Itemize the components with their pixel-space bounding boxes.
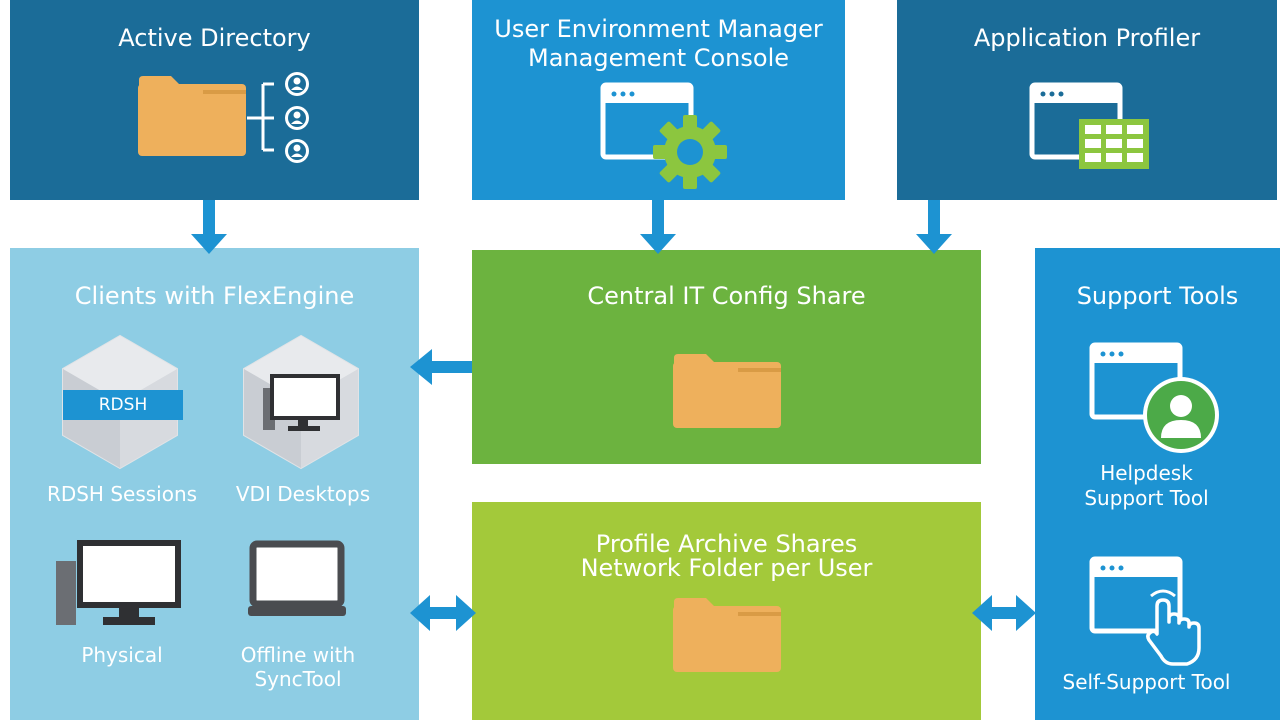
arrow-clients-archive-bidirectional (410, 595, 476, 631)
profile-archive-title-line1: Profile Archive Shares (595, 530, 858, 558)
user-icon (285, 139, 309, 163)
rdsh-sessions-label: RDSH Sessions (46, 482, 198, 506)
folder-icon (673, 598, 781, 672)
uem-console-box: User Environment Manager Management Cons… (472, 0, 845, 200)
window-touch-icon (1089, 556, 1201, 666)
arrow-profiler-to-config (916, 200, 952, 254)
uem-console-title-line2: Management Console (528, 44, 789, 72)
vdi-desktops-label: VDI Desktops (235, 482, 371, 506)
desktop-computer-icon (56, 540, 181, 625)
user-icon (285, 72, 309, 96)
rdsh-badge: RDSH (98, 395, 148, 415)
offline-label-line1: Offline with (240, 643, 356, 667)
offline-label-line2: SyncTool (254, 667, 342, 691)
support-tools-title: Support Tools (1076, 282, 1239, 310)
window-gear-icon (600, 82, 727, 189)
arrow-config-to-clients (410, 349, 472, 385)
physical-label: Physical (81, 643, 163, 667)
window-grid-icon (1029, 82, 1149, 169)
support-tools-box: Support Tools Helpdesk Support Tool Self… (1035, 248, 1280, 720)
clients-title: Clients with FlexEngine (74, 282, 355, 310)
arrow-console-to-config (640, 200, 676, 254)
folder-icon (673, 354, 781, 428)
user-icon (285, 106, 309, 130)
config-share-box: Central IT Config Share (472, 250, 981, 464)
clients-box: Clients with FlexEngine RDSH RDSH Sessio… (10, 248, 419, 720)
self-support-label: Self-Support Tool (1062, 670, 1231, 694)
vdi-cube-icon (243, 334, 359, 470)
rdsh-cube-icon (62, 334, 183, 470)
arrow-archive-support-bidirectional (972, 595, 1036, 631)
helpdesk-label-line2: Support Tool (1084, 486, 1209, 510)
app-profiler-title: Application Profiler (973, 24, 1201, 52)
laptop-icon (248, 540, 346, 616)
arrow-ad-to-clients (191, 200, 227, 254)
profile-archive-title-line2: Network Folder per User (580, 554, 873, 582)
helpdesk-label-line1: Helpdesk (1100, 461, 1193, 485)
config-share-title: Central IT Config Share (587, 282, 866, 310)
window-user-icon (1089, 342, 1219, 453)
profile-archive-box: Profile Archive Shares Network Folder pe… (472, 502, 981, 720)
active-directory-title: Active Directory (118, 24, 311, 52)
active-directory-box: Active Directory (10, 0, 419, 200)
folder-with-users-icon (138, 72, 309, 163)
uem-console-title-line1: User Environment Manager (494, 15, 823, 43)
app-profiler-box: Application Profiler (897, 0, 1277, 200)
